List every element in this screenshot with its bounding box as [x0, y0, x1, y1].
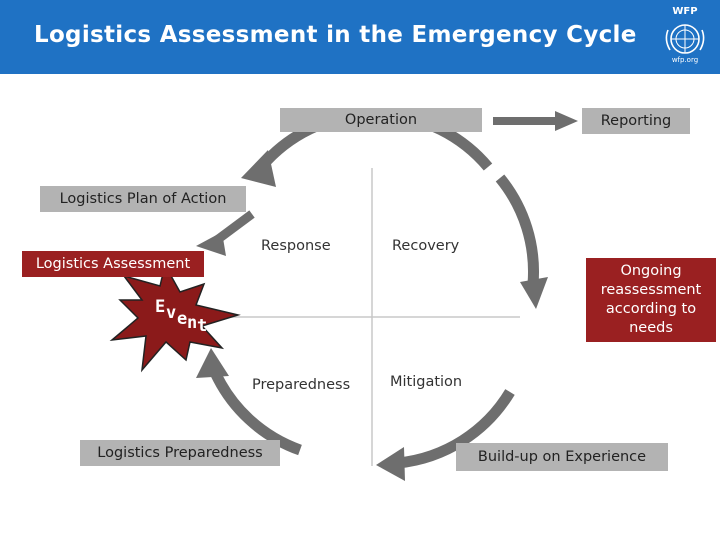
quadrant-mitigation: Mitigation [390, 374, 463, 390]
arrowhead-right [520, 277, 548, 309]
event-letter-5: t [197, 316, 208, 336]
cycle-arc-right [495, 174, 539, 285]
cycle-arc-left [208, 367, 302, 456]
title-banner: Logistics Assessment in the Emergency Cy… [0, 0, 720, 74]
logo-acronym: WFP [672, 6, 698, 17]
arrowhead-left [196, 348, 229, 378]
assessment-box: Logistics Assessment [22, 251, 204, 277]
event-starburst-icon [109, 262, 241, 373]
quadrant-response: Response [261, 238, 331, 254]
event-letter-1: E [155, 297, 166, 317]
arrowhead-bottom [376, 447, 405, 481]
arrow-to-plan [210, 210, 255, 247]
event-letter-4: n [187, 313, 198, 333]
ongoing-line-3: according to [605, 301, 697, 317]
arrowhead-top-left [241, 150, 276, 187]
un-emblem-icon [665, 24, 705, 54]
quadrant-preparedness: Preparedness [252, 377, 351, 393]
reporting-box: Reporting [582, 108, 690, 134]
ongoing-reassessment-box: Ongoing reassessment according to needs [586, 258, 716, 342]
quadrant-recovery: Recovery [392, 238, 460, 254]
ongoing-line-1: Ongoing [620, 263, 682, 279]
wfp-logo: WFP wfp.org [658, 6, 712, 68]
operation-to-reporting-arrow [493, 111, 578, 131]
event-letter-3: e [177, 309, 188, 329]
logo-url: wfp.org [671, 56, 699, 64]
cycle-arc-bottom [397, 389, 515, 469]
operation-box: Operation [280, 108, 482, 132]
preparedness-box: Logistics Preparedness [80, 440, 280, 466]
event-letter-2: v [166, 303, 177, 323]
page-title: Logistics Assessment in the Emergency Cy… [34, 22, 637, 48]
plan-of-action-box: Logistics Plan of Action [40, 186, 246, 212]
ongoing-line-2: reassessment [600, 282, 702, 298]
ongoing-line-4: needs [629, 320, 673, 336]
build-up-box: Build-up on Experience [456, 443, 668, 471]
